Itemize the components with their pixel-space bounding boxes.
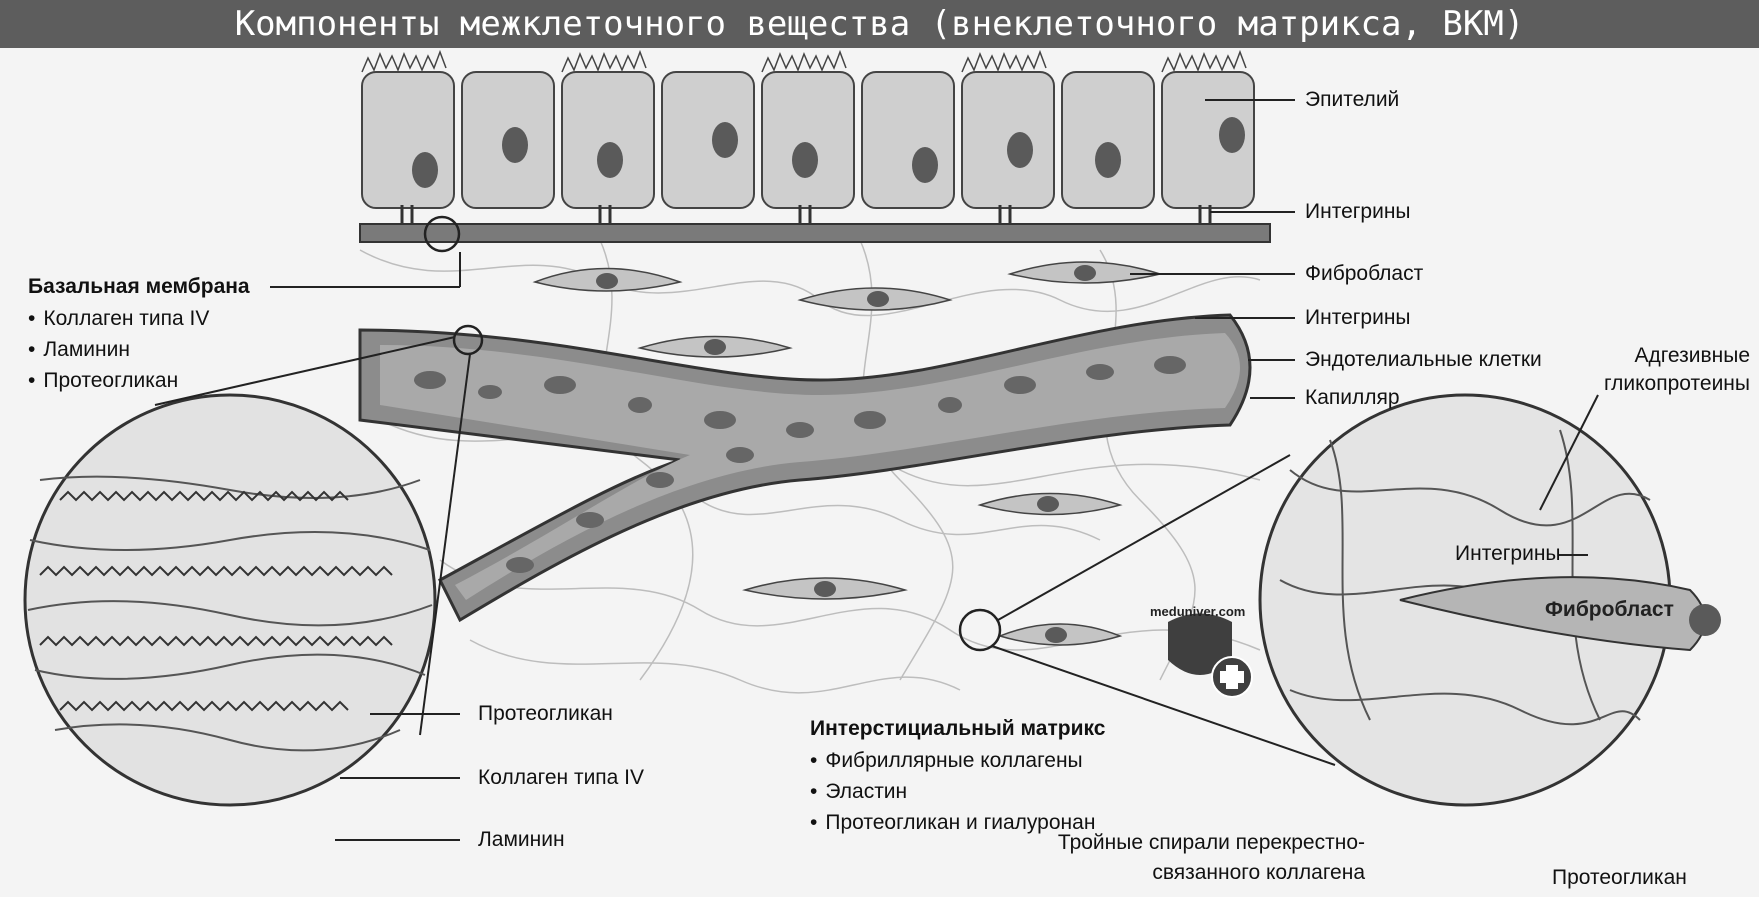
basement-membrane-inset <box>23 393 437 807</box>
basement-membrane-list: Коллаген типа IV Ламинин Протеогликан <box>28 303 209 396</box>
epithelium-cells <box>361 49 1255 209</box>
basement-membrane-item: Протеогликан <box>28 365 209 396</box>
basement-membrane-heading: Базальная мембрана <box>28 275 250 298</box>
inset-label-proteoglycan: Протеогликан <box>478 702 613 725</box>
watermark-text: meduniver.com <box>1150 604 1246 619</box>
diagram-title: Компоненты межклеточного вещества (внекл… <box>0 0 1759 48</box>
interstitial-matrix-inset <box>1258 393 1721 807</box>
label-integrins-top: Интегрины <box>1305 200 1411 223</box>
watermark-shield-icon <box>1168 613 1253 698</box>
ecm-illustration <box>23 49 1721 841</box>
label-endothelial-cells: Эндотелиальные клетки <box>1305 348 1542 371</box>
interstitial-matrix-item: Эластин <box>810 776 1095 807</box>
label-epithelium: Эпителий <box>1305 88 1400 111</box>
interstitial-matrix-item: Протеогликан и гиалуронан <box>810 807 1095 838</box>
inset-label-collagen-iv: Коллаген типа IV <box>478 766 645 789</box>
label-adhesive-glycoproteins: Адгезивные гликопротеины <box>1603 344 1750 395</box>
label-inset-proteoglycan: Протеогликан <box>1552 866 1687 889</box>
capillary-vessel <box>358 313 1252 623</box>
basement-membrane-bar <box>359 223 1271 243</box>
label-inset-fibroblast: Фибробласт <box>1545 598 1674 621</box>
interstitial-matrix-list: Фибриллярные коллагены Эластин Протеогли… <box>810 745 1095 838</box>
interstitial-matrix-heading: Интерстициальный матрикс <box>810 717 1106 740</box>
label-inset-integrins: Интегрины <box>1455 542 1561 565</box>
basement-membrane-item: Коллаген типа IV <box>28 303 209 334</box>
label-capillary: Капилляр <box>1305 386 1400 409</box>
label-fibroblast: Фибробласт <box>1305 262 1424 285</box>
interstitial-matrix-item: Фибриллярные коллагены <box>810 745 1095 776</box>
basement-membrane-item: Ламинин <box>28 334 209 365</box>
label-triple-helices: Тройные спирали перекрестно-связанного к… <box>1057 831 1365 884</box>
inset-label-laminin: Ламинин <box>478 828 565 851</box>
label-integrins-vessel: Интегрины <box>1305 306 1411 329</box>
